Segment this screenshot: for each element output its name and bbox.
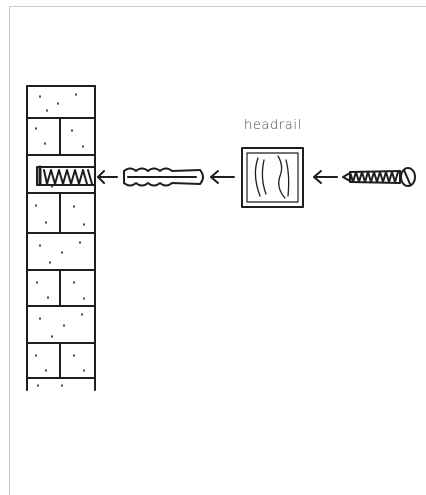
headrail-block-icon: [241, 147, 304, 208]
frame-left-border: [9, 6, 10, 495]
arrow-left-icon: [313, 170, 338, 184]
wall-plug-icon: [123, 167, 204, 187]
headrail-label: headrail: [244, 118, 302, 133]
arrow-left-icon: [210, 170, 235, 184]
screw-icon: [342, 167, 416, 187]
brick-wall-icon: [26, 85, 96, 391]
arrow-left-icon: [97, 170, 118, 184]
frame-top-border: [9, 6, 426, 7]
